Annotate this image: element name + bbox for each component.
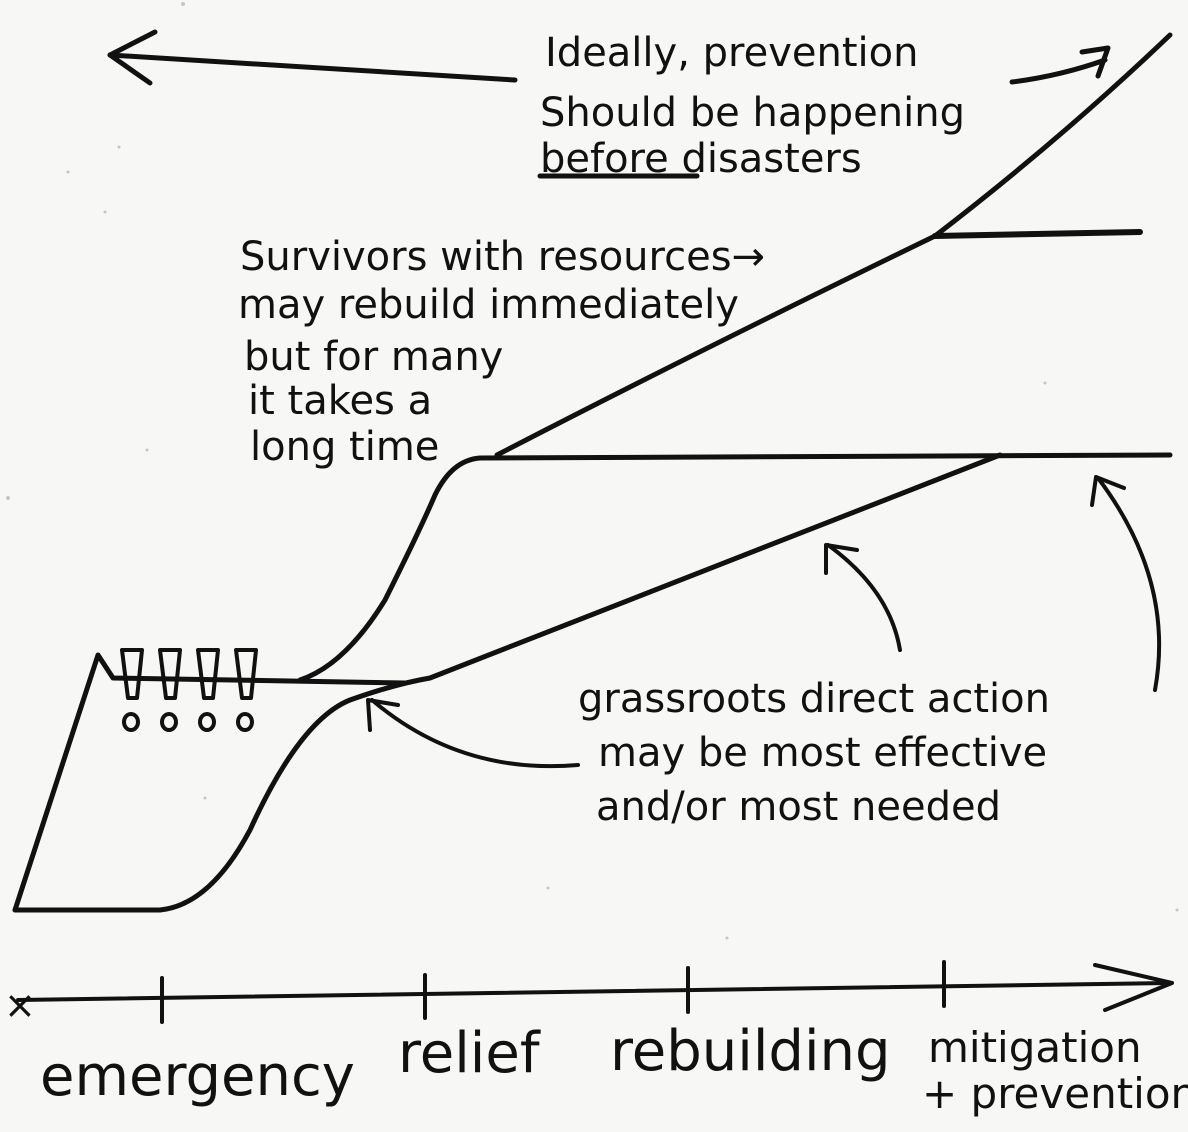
stage-label-mitigation: mitigation	[928, 1023, 1142, 1072]
paper-texture	[6, 2, 1179, 940]
grassroots-arrow-middle	[824, 543, 902, 652]
grassroots-note-line-3: and/or most needed	[596, 784, 1001, 830]
upper-level-line	[932, 229, 1143, 239]
prevention-note: Ideally, prevention Should be happening …	[537, 30, 965, 182]
alarm-marks	[120, 648, 258, 732]
grassroots-arrow-left	[366, 698, 580, 769]
grassroots-note-line-2: may be most effective	[598, 730, 1047, 776]
resources-note-line-3: but for many	[244, 334, 503, 380]
resources-note: Survivors with resources→ may rebuild im…	[238, 234, 765, 470]
resources-note-line-2: may rebuild immediately	[238, 282, 739, 328]
stage-label-prevention: + prevention	[922, 1069, 1188, 1118]
prevention-note-line-1: Ideally, prevention	[545, 30, 918, 76]
timeline-axis	[16, 960, 1174, 1024]
grassroots-arrow-right	[1090, 475, 1162, 692]
prevention-diagonal-line	[494, 32, 1173, 458]
start-mark: ×	[4, 983, 36, 1027]
resources-note-line-5: long time	[250, 424, 439, 470]
up-right-arrow	[1009, 45, 1111, 85]
grassroots-note: grassroots direct action may be most eff…	[578, 676, 1050, 830]
emergency-line	[12, 652, 408, 913]
stage-label-emergency: emergency	[40, 1044, 355, 1109]
resources-note-line-4: it takes a	[248, 378, 432, 424]
resources-note-line-1: Survivors with resources→	[240, 234, 765, 280]
baseline-recovery-curve	[12, 452, 1003, 913]
resourced-recovery-curve	[297, 452, 1173, 683]
stage-label-relief: relief	[398, 1021, 541, 1086]
left-arrow	[107, 29, 518, 86]
stage-label-rebuilding: rebuilding	[610, 1019, 891, 1084]
grassroots-note-line-1: grassroots direct action	[578, 676, 1050, 722]
prevention-note-line-2: Should be happening	[540, 90, 965, 136]
